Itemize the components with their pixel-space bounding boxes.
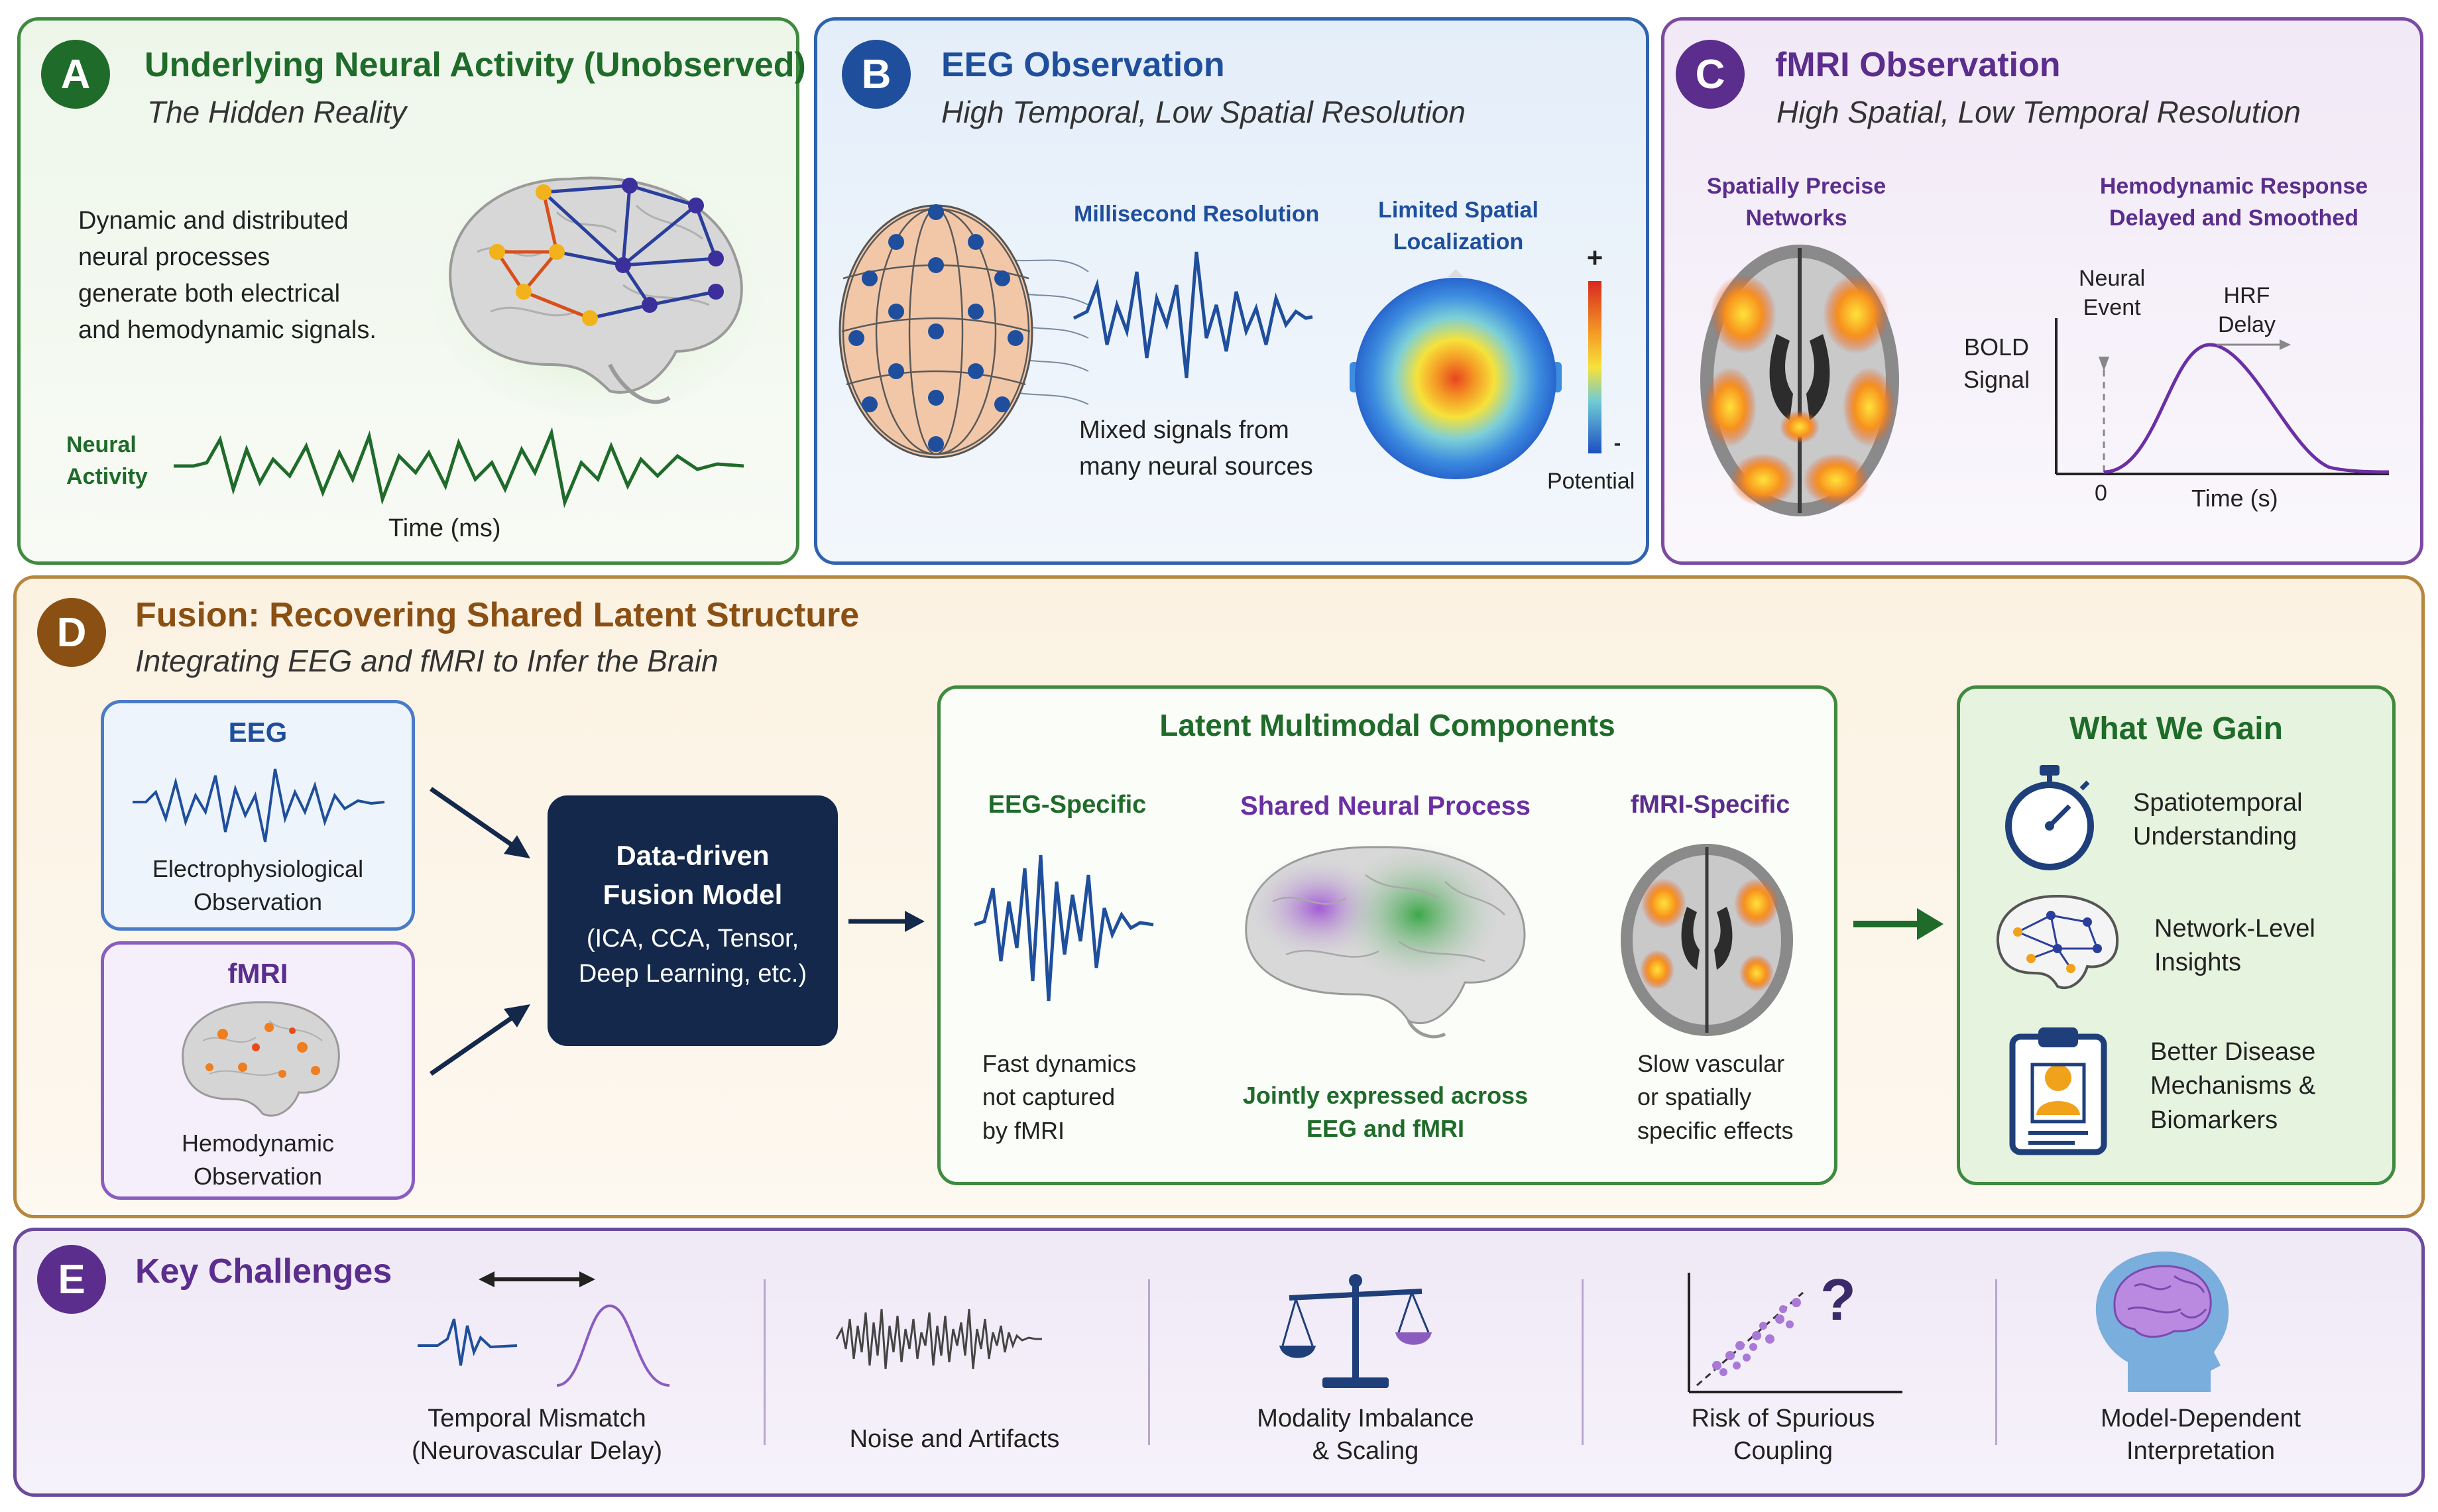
scalp-topography-map — [1350, 269, 1562, 479]
panel-b-title: EEG Observation — [941, 46, 1225, 84]
panel-d-badge: D — [37, 598, 106, 667]
divider-2 — [1148, 1279, 1150, 1445]
neural-activity-waveform — [174, 427, 744, 508]
fmri-input-brain — [182, 1001, 340, 1117]
brain-network-icon — [1996, 894, 2119, 990]
time-s-label: Time (s) — [2191, 485, 2278, 512]
scale-icon — [1279, 1274, 1432, 1388]
panel-b-subtitle: High Temporal, Low Spatial Resolution — [941, 95, 1466, 129]
noise-icon — [835, 1308, 1042, 1369]
stopwatch-icon — [2005, 765, 2094, 870]
challenge-3-text: Modality Imbalance& Scaling — [1257, 1405, 1474, 1466]
latent-to-gain-arrow — [1853, 908, 1944, 940]
eeg-input-box — [101, 700, 415, 931]
scatter-question-icon — [1688, 1273, 1902, 1393]
fmri-input-title: fMRI — [227, 958, 288, 989]
panel-b-badge: B — [842, 40, 911, 109]
hrf-zero-label: 0 — [2095, 481, 2107, 506]
panel-c-badge: C — [1676, 40, 1745, 109]
challenge-2-text: Noise and Artifacts — [849, 1425, 1060, 1453]
millisecond-resolution-label: Millisecond Resolution — [1074, 202, 1320, 227]
fmri-specific-title: fMRI-Specific — [1630, 791, 1790, 819]
eeg-specific-waveform — [974, 854, 1154, 1002]
panel-a-badge: A — [41, 40, 110, 109]
divider-1 — [764, 1279, 766, 1445]
challenge-1-text: Temporal Mismatch(Neurovascular Delay) — [411, 1405, 662, 1466]
panel-e-title: Key Challenges — [135, 1252, 392, 1291]
scatter-question-mark: ? — [1820, 1267, 1856, 1332]
panel-d-title: Fusion: Recovering Shared Latent Structu… — [135, 596, 860, 634]
model-to-latent-arrow — [848, 911, 925, 932]
input-arrows — [430, 787, 530, 1076]
clipboard-icon — [2009, 1027, 2107, 1155]
panel-c-subtitle: High Spatial, Low Temporal Resolution — [1776, 95, 2301, 129]
potential-colorbar — [1588, 281, 1601, 453]
eeg-waveform — [1073, 251, 1313, 378]
fmri-specific-slice — [1621, 844, 1793, 1036]
time-ms-label: Time (ms) — [388, 514, 501, 542]
hrf-plot — [2055, 318, 2390, 475]
what-we-gain-title: What We Gain — [2069, 711, 2283, 746]
divider-3 — [1582, 1279, 1584, 1445]
panel-e — [13, 1228, 2425, 1497]
shared-process-brain — [1245, 842, 1526, 1039]
eeg-specific-title: EEG-Specific — [988, 791, 1147, 819]
eeg-input-title: EEG — [228, 717, 288, 748]
panel-e-badge: E — [37, 1245, 106, 1314]
fmri-brain-slice — [1700, 245, 1899, 516]
panel-d-subtitle: Integrating EEG and fMRI to Infer the Br… — [135, 644, 719, 678]
fusion-model-methods: (ICA, CCA, Tensor,Deep Learning, etc.) — [578, 925, 807, 988]
colorbar-minus: - — [1613, 431, 1621, 455]
eeg-cap-head-illustration — [839, 204, 1089, 459]
delay-icon — [418, 1271, 670, 1387]
brain-network-illustration — [431, 166, 762, 418]
head-brain-icon — [2095, 1251, 2229, 1392]
latent-components-title: Latent Multimodal Components — [1159, 708, 1615, 742]
panel-c-title: fMRI Observation — [1775, 46, 2061, 84]
eeg-input-waveform — [133, 768, 385, 843]
fusion-model-box — [548, 795, 838, 1046]
panel-a-subtitle: The Hidden Reality — [147, 95, 407, 129]
shared-process-title: Shared Neural Process — [1240, 791, 1531, 821]
potential-label: Potential — [1547, 469, 1635, 494]
colorbar-plus: + — [1586, 242, 1603, 273]
divider-4 — [1995, 1279, 1997, 1445]
panel-a-title: Underlying Neural Activity (Unobserved) — [145, 46, 806, 84]
